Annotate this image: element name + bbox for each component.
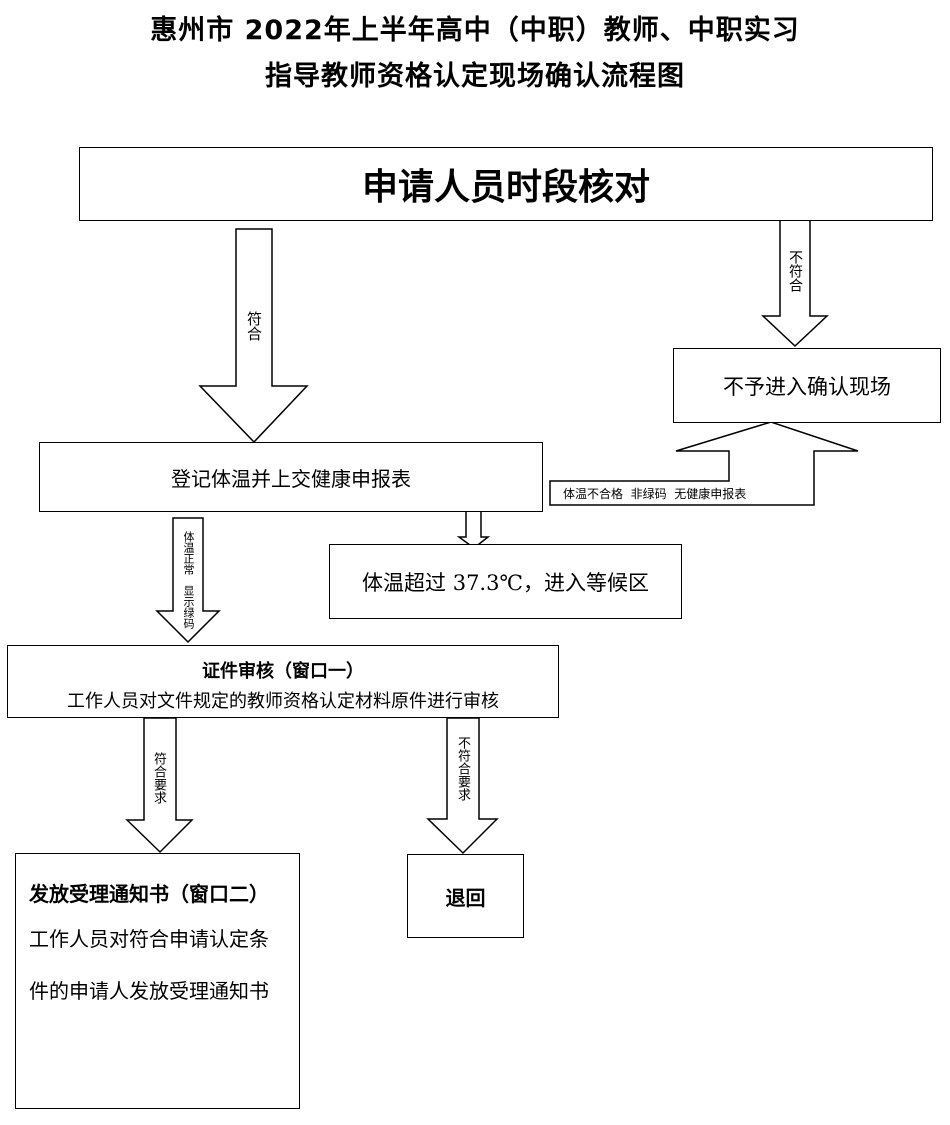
node-high-temperature: 体温超过 37.3℃，进入等候区 [329,544,682,619]
node-document-review-desc: 工作人员对文件规定的教师资格认定材料原件进行审核 [67,691,499,712]
edge-label-fails-req: 不符合要求 [455,736,470,801]
edge-label-match: 符合 [245,311,263,341]
reject-reasons-label: 体温不合格 非绿码 无健康申报表 [563,487,747,501]
node-returned-label: 退回 [445,885,486,910]
edge-label-green-code: 显示绿码 [182,585,195,629]
arrow-normal-temp [155,517,221,644]
node-issue-notice: 发放受理通知书（窗口二） 工作人员对符合申请认定条件的申请人发放受理通知书 [15,853,300,1109]
arrow-match [198,228,309,444]
arrow-reject-reasons [549,421,859,506]
node-reject-entry: 不予进入确认现场 [673,348,941,423]
node-time-slot-check-label: 申请人员时段核对 [361,167,650,208]
node-register-temperature: 登记体温并上交健康申报表 [39,442,543,512]
node-document-review-title: 证件审核（窗口一） [202,661,364,682]
edge-label-meets-req: 符合要求 [151,752,166,804]
node-register-temperature-label: 登记体温并上交健康申报表 [171,466,411,491]
node-issue-notice-desc: 工作人员对符合申请认定条件的申请人发放受理通知书 [29,927,269,1003]
node-document-review: 证件审核（窗口一） 工作人员对文件规定的教师资格认定材料原件进行审核 [7,645,559,718]
node-returned: 退回 [407,854,524,938]
node-reject-entry-label: 不予进入确认现场 [723,374,891,399]
node-high-temperature-label: 体温超过 37.3℃，进入等候区 [362,570,649,595]
edge-label-not-match: 不符合 [787,250,803,292]
edge-label-normal-temp: 体温正常 [182,531,195,575]
arrow-fails-req [426,717,499,855]
arrow-meets-req [125,717,194,854]
page-title-line-2: 指导教师资格认定现场确认流程图 [265,61,685,92]
page-title-line-1: 惠州市 2022年上半年高中（中职）教师、中职实习 [150,15,800,46]
node-issue-notice-title: 发放受理通知书（窗口二） [29,882,269,906]
node-time-slot-check: 申请人员时段核对 [79,147,933,221]
arrow-high-temp [456,508,491,549]
arrow-not-match [761,218,829,348]
